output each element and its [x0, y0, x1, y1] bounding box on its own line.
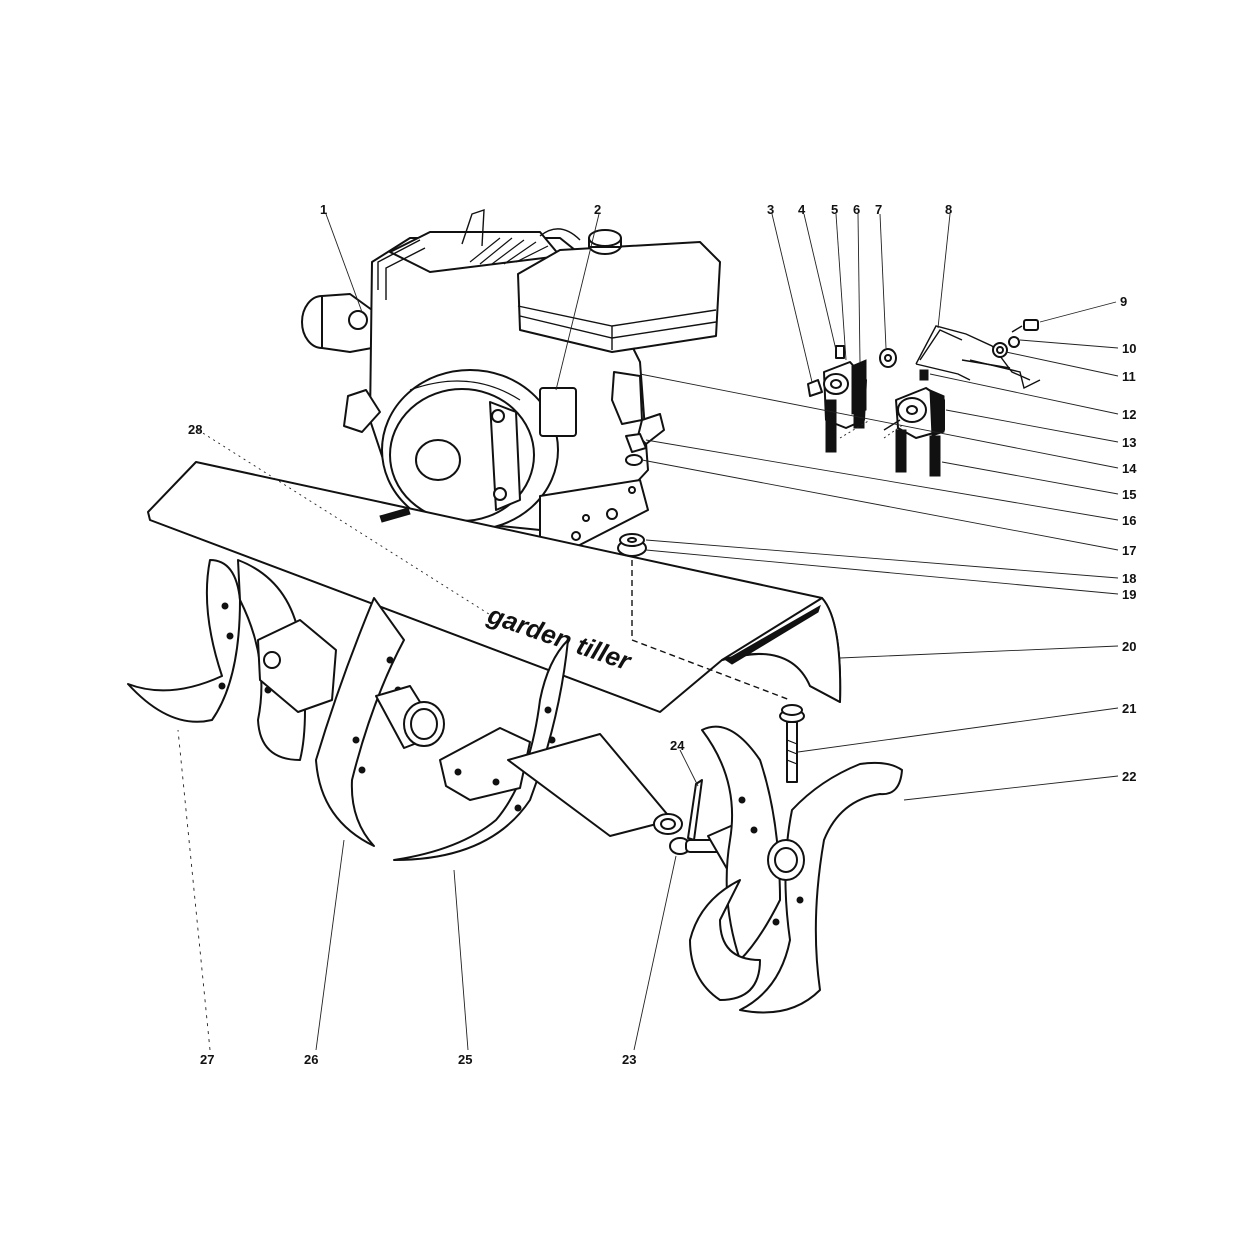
callout-28: 28 — [188, 422, 202, 437]
callout-12: 12 — [1122, 407, 1136, 422]
callout-27: 27 — [200, 1052, 214, 1067]
callout-13: 13 — [1122, 435, 1136, 450]
callout-18: 18 — [1122, 571, 1136, 586]
callout-24: 24 — [670, 738, 685, 753]
callout-23: 23 — [622, 1052, 636, 1067]
callout-10: 10 — [1122, 341, 1136, 356]
callout-8: 8 — [945, 202, 952, 217]
tine-shield: garden tiller — [147, 461, 842, 713]
callout-20: 20 — [1122, 639, 1136, 654]
callout-15: 15 — [1122, 487, 1136, 502]
mounting-hardware — [617, 533, 805, 783]
callout-2: 2 — [594, 202, 601, 217]
callout-14: 14 — [1122, 461, 1137, 476]
callout-26: 26 — [304, 1052, 318, 1067]
engine — [301, 209, 721, 553]
callout-17: 17 — [1122, 543, 1136, 558]
callout-16: 16 — [1122, 513, 1136, 528]
callout-19: 19 — [1122, 587, 1136, 602]
callout-5: 5 — [831, 202, 838, 217]
callout-4: 4 — [798, 202, 806, 217]
leader-lines — [177, 213, 1119, 1051]
tine-assembly — [127, 559, 903, 1014]
throttle-parts — [807, 319, 1041, 477]
callout-25: 25 — [458, 1052, 472, 1067]
callout-11: 11 — [1122, 369, 1136, 384]
callout-7: 7 — [875, 202, 882, 217]
callout-3: 3 — [767, 202, 774, 217]
callout-6: 6 — [853, 202, 860, 217]
callout-21: 21 — [1122, 701, 1136, 716]
callout-22: 22 — [1122, 769, 1136, 784]
callout-1: 1 — [320, 202, 327, 217]
callout-9: 9 — [1120, 294, 1127, 309]
callout-labels: 1 2 3 4 5 6 7 8 9 10 11 12 13 14 15 16 1… — [188, 202, 1137, 1067]
